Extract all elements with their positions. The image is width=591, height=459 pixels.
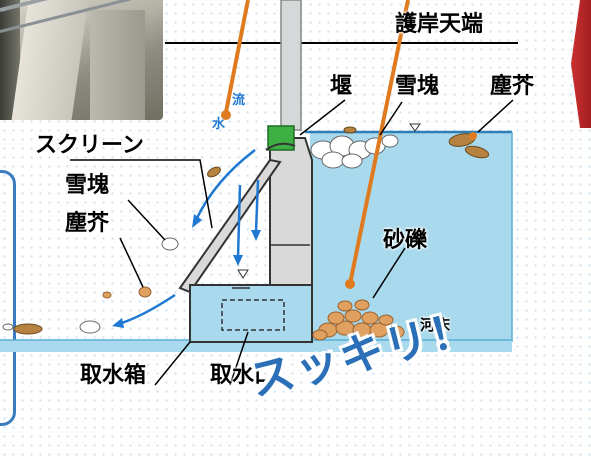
label-weir: 堰 [330, 74, 353, 99]
screen-plate [178, 158, 282, 294]
label-flow-2: 水 [212, 117, 226, 132]
weir-body [269, 137, 313, 293]
snow-blocks [310, 134, 399, 169]
label-gravel: 砂礫 [383, 228, 428, 253]
label-snow-left: 雪塊 [65, 173, 110, 198]
label-debris-left: 塵芥 [65, 211, 110, 236]
left-debris [2, 166, 221, 335]
label-flow-1: 流 [232, 93, 246, 108]
channel-water [0, 340, 512, 352]
intake-port [221, 299, 285, 331]
label-screen: スクリーン [35, 133, 144, 158]
weir-pole [280, 0, 302, 131]
label-leaders [70, 99, 514, 386]
label-riverbed: 河床 [420, 316, 451, 334]
label-snow-top: 雪塊 [395, 74, 440, 99]
left-frame [0, 170, 16, 426]
red-arrow-banner [571, 0, 591, 128]
gravel-pile [312, 299, 405, 341]
site-photo [0, 0, 163, 120]
label-bank-top: 護岸天端 [395, 12, 484, 37]
label-intake-box: 取水箱 [80, 363, 147, 388]
orange-leaders [224, 0, 410, 285]
label-intake-port: 取水口 [210, 363, 277, 388]
intake-box [189, 284, 313, 343]
label-debris-top: 塵芥 [490, 74, 535, 99]
